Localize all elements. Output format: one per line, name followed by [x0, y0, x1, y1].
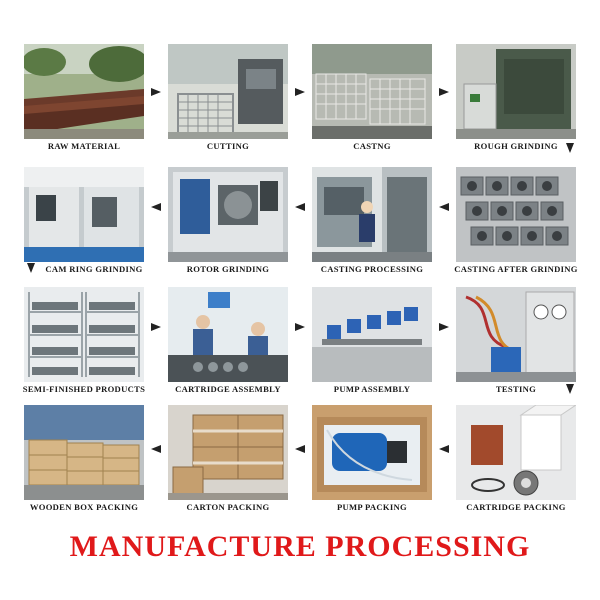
arrow-right-icon: [151, 323, 161, 331]
castng-photo: [312, 44, 432, 139]
step-casting-after-grinding: CASTING AFTER GRINDING: [454, 167, 577, 274]
step-label: CARTON PACKING: [186, 502, 270, 512]
step-label: PUMP ASSEMBLY: [333, 384, 411, 394]
step-semi-finished-products: SEMI-FINISHED PRODUCTS: [23, 287, 145, 394]
step-label: TESTING: [495, 384, 537, 394]
step-castng: CASTNG: [312, 44, 432, 151]
arrow-left-icon: [295, 445, 305, 453]
arrow-right-icon: [151, 88, 161, 96]
step-wooden-box-packing: WOODEN BOX PACKING: [24, 405, 144, 512]
arrow-down-icon: [566, 143, 574, 153]
arrow-right-icon: [439, 323, 449, 331]
arrow-left-icon: [439, 445, 449, 453]
cartridge-packing-photo: [456, 405, 576, 500]
step-label: WOODEN BOX PACKING: [29, 502, 139, 512]
step-rough-grinding: ROUGH GRINDING: [456, 44, 576, 151]
arrow-left-icon: [151, 445, 161, 453]
step-label: ROUGH GRINDING: [474, 141, 558, 151]
arrow-right-icon: [295, 88, 305, 96]
step-label: CUTTING: [206, 141, 250, 151]
carton-packing-photo: [168, 405, 288, 500]
step-cartridge-packing: CARTRIDGE PACKING: [456, 405, 576, 512]
casting-after-grinding-photo: [456, 167, 576, 262]
page-title: MANUFACTURE PROCESSING: [69, 530, 531, 563]
step-casting-processing: CASTING PROCESSING: [312, 167, 432, 274]
cutting-photo: [168, 44, 288, 139]
step-carton-packing: CARTON PACKING: [168, 405, 288, 512]
step-cutting: CUTTING: [168, 44, 288, 151]
arrow-down-icon: [27, 263, 35, 273]
arrow-left-icon: [151, 203, 161, 211]
step-label: SEMI-FINISHED PRODUCTS: [22, 384, 146, 394]
pump-packing-photo: [312, 405, 432, 500]
step-testing: TESTING: [456, 287, 576, 394]
rotor-grinding-photo: [168, 167, 288, 262]
rough-grinding-photo: [456, 44, 576, 139]
pump-assembly-photo: [312, 287, 432, 382]
arrow-right-icon: [439, 88, 449, 96]
step-label: CASTNG: [353, 141, 391, 151]
arrow-left-icon: [295, 203, 305, 211]
semi-finished-products-photo: [24, 287, 144, 382]
step-label: CAM RING GRINDING: [45, 264, 143, 274]
step-pump-assembly: PUMP ASSEMBLY: [312, 287, 432, 394]
step-label: CARTRIDGE ASSEMBLY: [175, 384, 281, 394]
arrow-right-icon: [295, 323, 305, 331]
step-pump-packing: PUMP PACKING: [312, 405, 432, 512]
step-label: CARTRIDGE PACKING: [466, 502, 566, 512]
step-label: ROTOR GRINDING: [186, 264, 270, 274]
wooden-box-packing-photo: [24, 405, 144, 500]
step-label: PUMP PACKING: [336, 502, 408, 512]
step-label: RAW MATERIAL: [47, 141, 121, 151]
arrow-left-icon: [439, 203, 449, 211]
cartridge-assembly-photo: [168, 287, 288, 382]
step-rotor-grinding: ROTOR GRINDING: [168, 167, 288, 274]
step-cam-ring-grinding: CAM RING GRINDING: [24, 167, 144, 274]
step-label: CASTING AFTER GRINDING: [454, 264, 578, 274]
cam-ring-grinding-photo: [24, 167, 144, 262]
raw-material-photo: [24, 44, 144, 139]
testing-photo: [456, 287, 576, 382]
step-cartridge-assembly: CARTRIDGE ASSEMBLY: [168, 287, 288, 394]
step-raw-material: RAW MATERIAL: [24, 44, 144, 151]
step-label: CASTING PROCESSING: [320, 264, 424, 274]
casting-processing-photo: [312, 167, 432, 262]
arrow-down-icon: [566, 384, 574, 394]
